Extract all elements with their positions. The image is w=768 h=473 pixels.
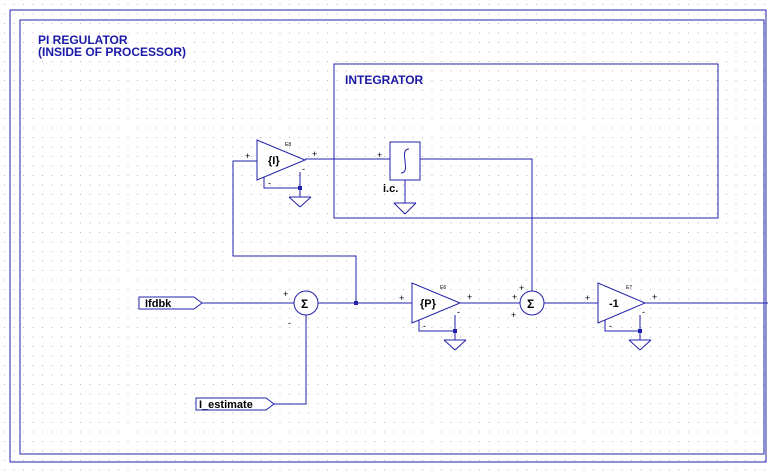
- regulator-frame: [19, 19, 765, 455]
- amp-i-ref: E8: [285, 142, 291, 148]
- wires: [202, 158, 768, 405]
- sum-2-plus-left: +: [512, 292, 517, 302]
- amp-p-minus-a: -: [423, 321, 426, 331]
- amp-inverter-ref: E7: [626, 285, 632, 291]
- sum-junction-2[interactable]: Σ + + +: [511, 283, 545, 320]
- integrator-ic: i.c.: [383, 183, 398, 195]
- amp-i-label: {I}: [268, 155, 280, 167]
- sum-1-minus: -: [288, 318, 291, 328]
- amp-p[interactable]: E6 {P} + + - -: [399, 282, 472, 351]
- amp-inverter-plus-in: +: [585, 293, 590, 303]
- input-port-ifdbk-label: Ifdbk: [145, 298, 172, 310]
- amp-p-ref: E6: [440, 285, 446, 291]
- amp-inverter-minus-b: -: [642, 307, 645, 317]
- title-line-2: (INSIDE OF PROCESSOR): [38, 45, 186, 59]
- amp-inverter-label: -1: [609, 298, 619, 310]
- input-port-i-estimate[interactable]: I_estimate: [195, 397, 275, 411]
- amp-inverter[interactable]: E7 -1 + + - -: [585, 282, 657, 351]
- sum-1-sigma: Σ: [301, 297, 308, 311]
- input-port-ifdbk[interactable]: Ifdbk: [138, 296, 203, 310]
- wire-junction: [354, 301, 358, 305]
- amp-i[interactable]: E8 {I} + + - -: [245, 139, 317, 208]
- integrator-label: INTEGRATOR: [345, 73, 424, 87]
- amp-p-plus-out: +: [467, 292, 472, 302]
- amp-inverter-minus-a: -: [609, 321, 612, 331]
- amp-i-minus-b: -: [302, 164, 305, 174]
- amp-p-label: {P}: [420, 298, 437, 310]
- outer-frame: [9, 9, 767, 463]
- input-port-i-estimate-label: I_estimate: [199, 399, 253, 411]
- integrator-plus: +: [377, 150, 382, 160]
- amp-i-plus-in: +: [245, 151, 250, 161]
- amp-p-plus-in: +: [399, 293, 404, 303]
- amp-i-minus-a: -: [268, 178, 271, 188]
- amp-inverter-plus-out: +: [652, 292, 657, 302]
- integrator-box: [333, 63, 719, 219]
- sum-junction-1[interactable]: Σ + -: [283, 289, 319, 328]
- sum-2-sigma: Σ: [527, 297, 534, 311]
- sum-2-plus-top: +: [519, 283, 524, 293]
- sum-1-plus: +: [283, 289, 288, 299]
- title-line-1: PI REGULATOR: [38, 33, 128, 47]
- sum-2-plus-bottom: +: [511, 310, 516, 320]
- amp-p-minus-b: -: [457, 307, 460, 317]
- integrator-symbol[interactable]: + i.c.: [377, 141, 421, 215]
- amp-i-plus-out: +: [312, 149, 317, 159]
